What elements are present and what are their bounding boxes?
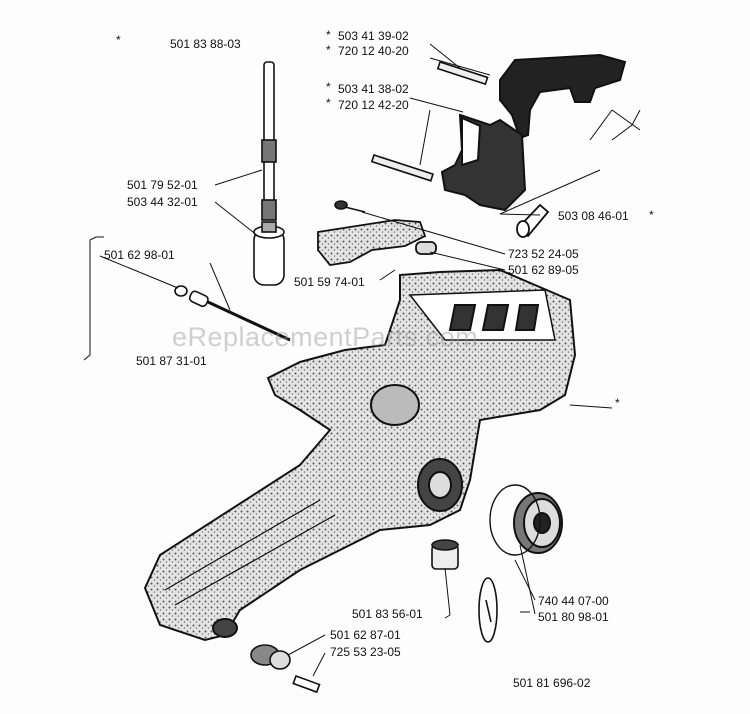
part-label[interactable]: 501 80 98-01 (538, 610, 609, 624)
part-label[interactable]: 720 12 42-20 (338, 98, 409, 112)
marker-star: * (326, 43, 331, 57)
bracket (317, 219, 437, 266)
trigger-lockout (440, 113, 527, 212)
part-label[interactable]: 501 62 87-01 (330, 628, 401, 642)
oil-cap (489, 484, 563, 556)
marker-star: * (615, 396, 620, 410)
part-label[interactable]: 725 53 23-05 (330, 645, 401, 659)
screw (334, 200, 366, 213)
rod (174, 285, 291, 342)
marker-star: * (649, 208, 654, 222)
marker-star: * (326, 28, 331, 42)
crankcase-housing (143, 268, 577, 642)
marker-star: * (116, 33, 121, 47)
part-label[interactable]: 501 83 88-03 (170, 37, 241, 51)
part-label[interactable]: 740 44 07-00 (538, 594, 609, 608)
part-label[interactable]: 503 41 39-02 (338, 29, 409, 43)
part-label[interactable]: 501 62 98-01 (104, 248, 175, 262)
diagram-id: 501 81 696-02 (513, 676, 591, 690)
part-label[interactable]: 501 87 31-01 (136, 354, 207, 368)
watermark: eReplacementParts.com (172, 322, 479, 352)
part-label[interactable]: 503 41 38-02 (338, 82, 409, 96)
threaded-plug (431, 539, 459, 570)
seal-ring (478, 577, 498, 643)
marker-star: * (326, 96, 331, 110)
part-label[interactable]: 723 52 24-05 (508, 247, 579, 261)
part-label[interactable]: 501 83 56-01 (352, 607, 423, 621)
pins (370, 60, 489, 182)
part-label[interactable]: 501 59 74-01 (294, 275, 365, 289)
throttle-trigger (499, 53, 627, 140)
fuel-filter (253, 221, 285, 286)
part-label[interactable]: 501 62 89-05 (508, 263, 579, 277)
part-label[interactable]: 720 12 40-20 (338, 44, 409, 58)
leader-lines (83, 43, 641, 677)
marker-star: * (326, 80, 331, 94)
part-label[interactable]: 503 44 32-01 (127, 195, 198, 209)
nut-assembly (250, 644, 321, 694)
spring-clip (516, 203, 550, 238)
part-label[interactable]: 501 79 52-01 (127, 178, 198, 192)
part-label[interactable]: 503 08 46-01 (558, 209, 629, 223)
fuel-hose (261, 61, 277, 221)
